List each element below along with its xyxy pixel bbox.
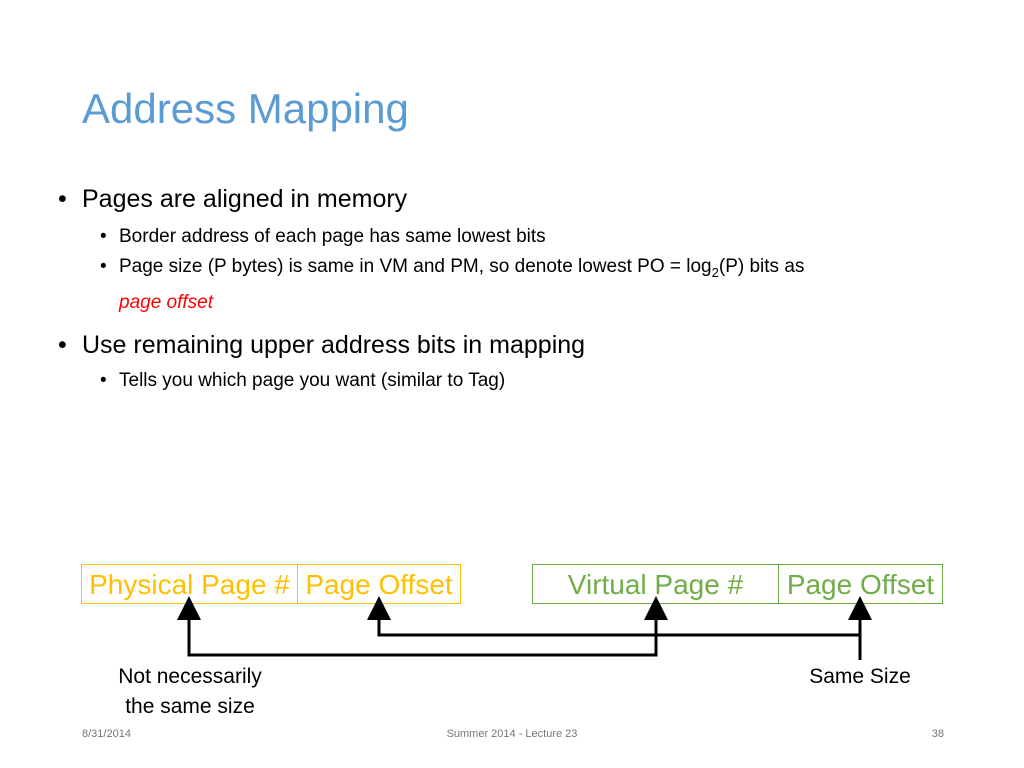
caption-left-line2: the same size <box>125 695 255 718</box>
page-size-text-post: (P) bits as <box>718 256 805 277</box>
bullet-pages-aligned: Pages are aligned in memory <box>58 182 958 216</box>
log-subscript: 2 <box>711 264 719 280</box>
subbullet-page-size: Page size (P bytes) is same in VM and PM… <box>58 252 958 318</box>
caption-same-size: Same Size <box>809 665 911 688</box>
page-offset-arrow <box>367 596 860 637</box>
page-offset-emphasis: page offset <box>119 291 214 313</box>
footer-lecture: Summer 2014 - Lecture 23 <box>446 728 578 740</box>
slide-title: Address Mapping <box>82 85 409 132</box>
caption-left-line1: Not necessarily <box>118 665 262 688</box>
bullet-upper-bits: Use remaining upper address bits in mapp… <box>58 328 958 362</box>
subbullet-border-address: Border address of each page has same low… <box>58 222 958 252</box>
footer-page-number: 38 <box>931 728 944 740</box>
subbullet-which-page: Tells you which page you want (similar t… <box>58 366 958 396</box>
bullet-list: Pages are aligned in memory Border addre… <box>58 182 958 396</box>
footer-date: 8/31/2014 <box>82 728 131 740</box>
page-size-text: Page size (P bytes) is same in VM and PM… <box>119 256 712 277</box>
caption-not-same-size: Not necessarily the same size <box>90 662 290 722</box>
page-number-arrow <box>177 596 658 657</box>
